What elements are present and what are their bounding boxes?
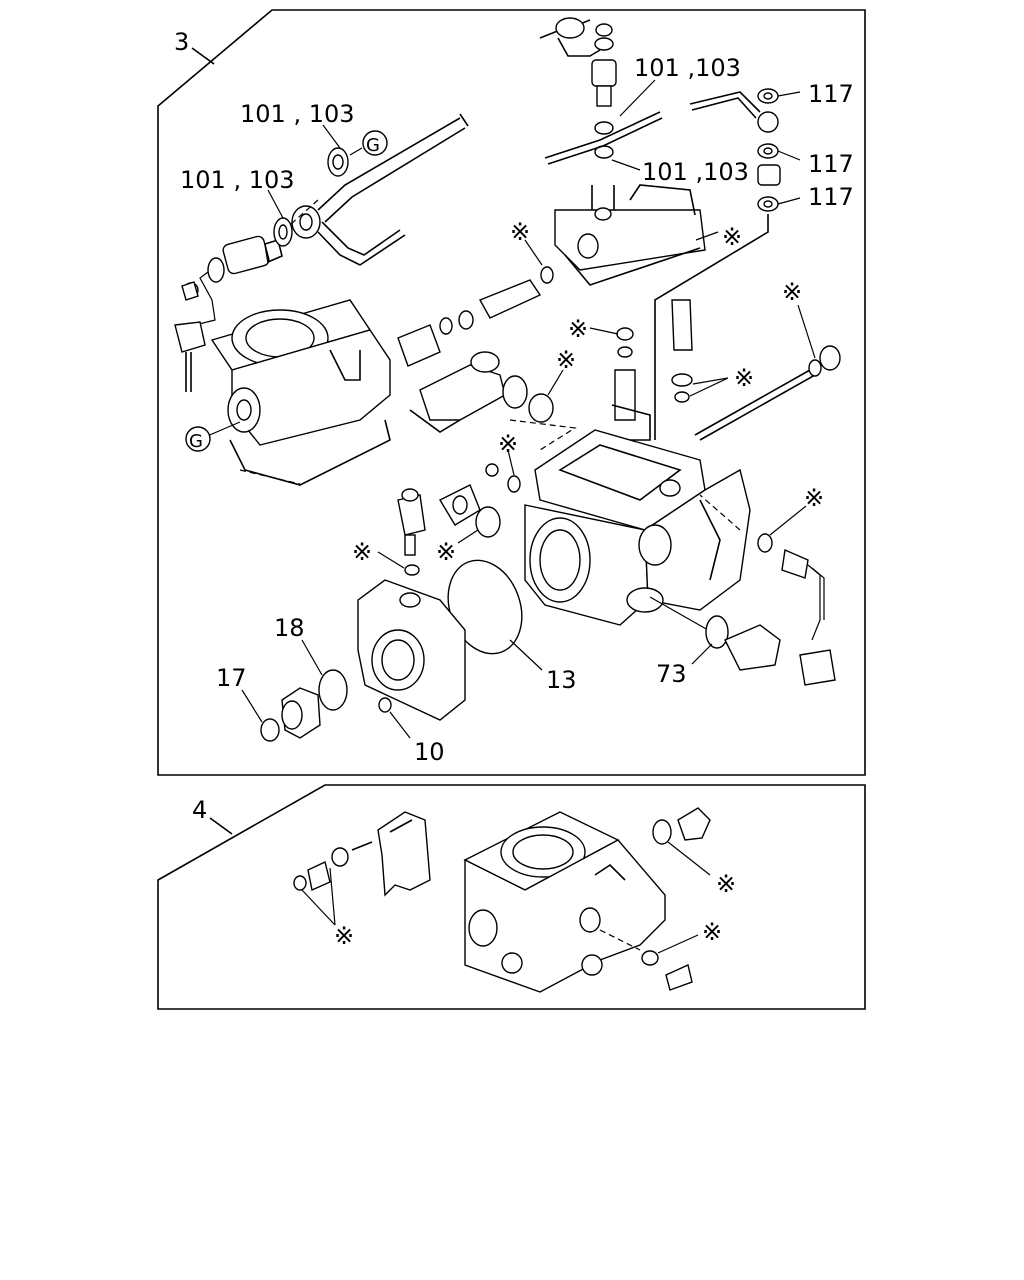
- asterisk-bottom-left: ※: [334, 922, 354, 950]
- label-g-left: G: [189, 431, 203, 452]
- asterisk-oring-small: ※: [436, 538, 456, 566]
- asterisk-oring-mid: ※: [556, 346, 576, 374]
- left-housing: G: [181, 281, 391, 486]
- label-101-103-lower-right: 101 ,103: [642, 158, 749, 186]
- asterisk-right-sensor: ※: [804, 484, 824, 512]
- label-18: 18: [274, 614, 305, 642]
- panel-top-frame: [157, 9, 866, 776]
- label-101-103-mid-left: 101 , 103: [180, 166, 295, 194]
- callout-3-leader: [191, 47, 215, 65]
- bottom-housing: [463, 811, 666, 993]
- right-small-parts: ※ ※ ※: [568, 278, 841, 441]
- label-73: 73: [656, 660, 687, 688]
- label-101-103-top-left: 101 , 103: [240, 100, 355, 128]
- asterisk-small-washer: ※: [568, 315, 588, 343]
- label-117-middle: 117: [808, 150, 854, 178]
- asterisk-bolt: ※: [498, 430, 518, 458]
- main-body: [524, 429, 751, 631]
- oring-13-group: ※: [436, 484, 543, 671]
- asterisk-bottom-top-right: ※: [716, 870, 736, 898]
- asterisk-right-shaft: ※: [782, 278, 802, 306]
- bottom-right-parts: ※ ※: [641, 807, 736, 991]
- asterisk-bottom-lower-right: ※: [702, 918, 722, 946]
- label-101-103-upper-right: 101 ,103: [634, 54, 741, 82]
- label-17: 17: [216, 664, 247, 692]
- asterisk-cover: ※: [722, 223, 742, 251]
- asterisk-cover-oring: ※: [510, 218, 530, 246]
- panel-bottom-frame: [157, 784, 866, 1010]
- asterisk-end-cover: ※: [352, 538, 372, 566]
- right-pipe-washers: [654, 88, 801, 440]
- callout-4-leader: [209, 817, 233, 835]
- asterisk-right-orings: ※: [734, 364, 754, 392]
- cover-plate-73: [691, 615, 781, 671]
- right-sensor: ※: [699, 484, 836, 686]
- label-13: 13: [546, 666, 577, 694]
- callout-3: 3: [174, 28, 189, 56]
- middle-small-parts: ※ ※: [397, 279, 577, 493]
- label-g-top: G: [366, 135, 380, 156]
- label-117-bottom: 117: [808, 183, 854, 211]
- end-cover-assembly: ※: [241, 488, 466, 742]
- callout-4: 4: [192, 796, 207, 824]
- label-10: 10: [414, 738, 445, 766]
- panel-top: 3: [157, 9, 866, 776]
- bottom-left-parts: ※: [293, 811, 431, 950]
- panel-bottom: 4 ※ ※: [157, 784, 866, 1010]
- top-fitting-stack: ※ ※: [510, 17, 742, 286]
- label-117-top: 117: [808, 80, 854, 108]
